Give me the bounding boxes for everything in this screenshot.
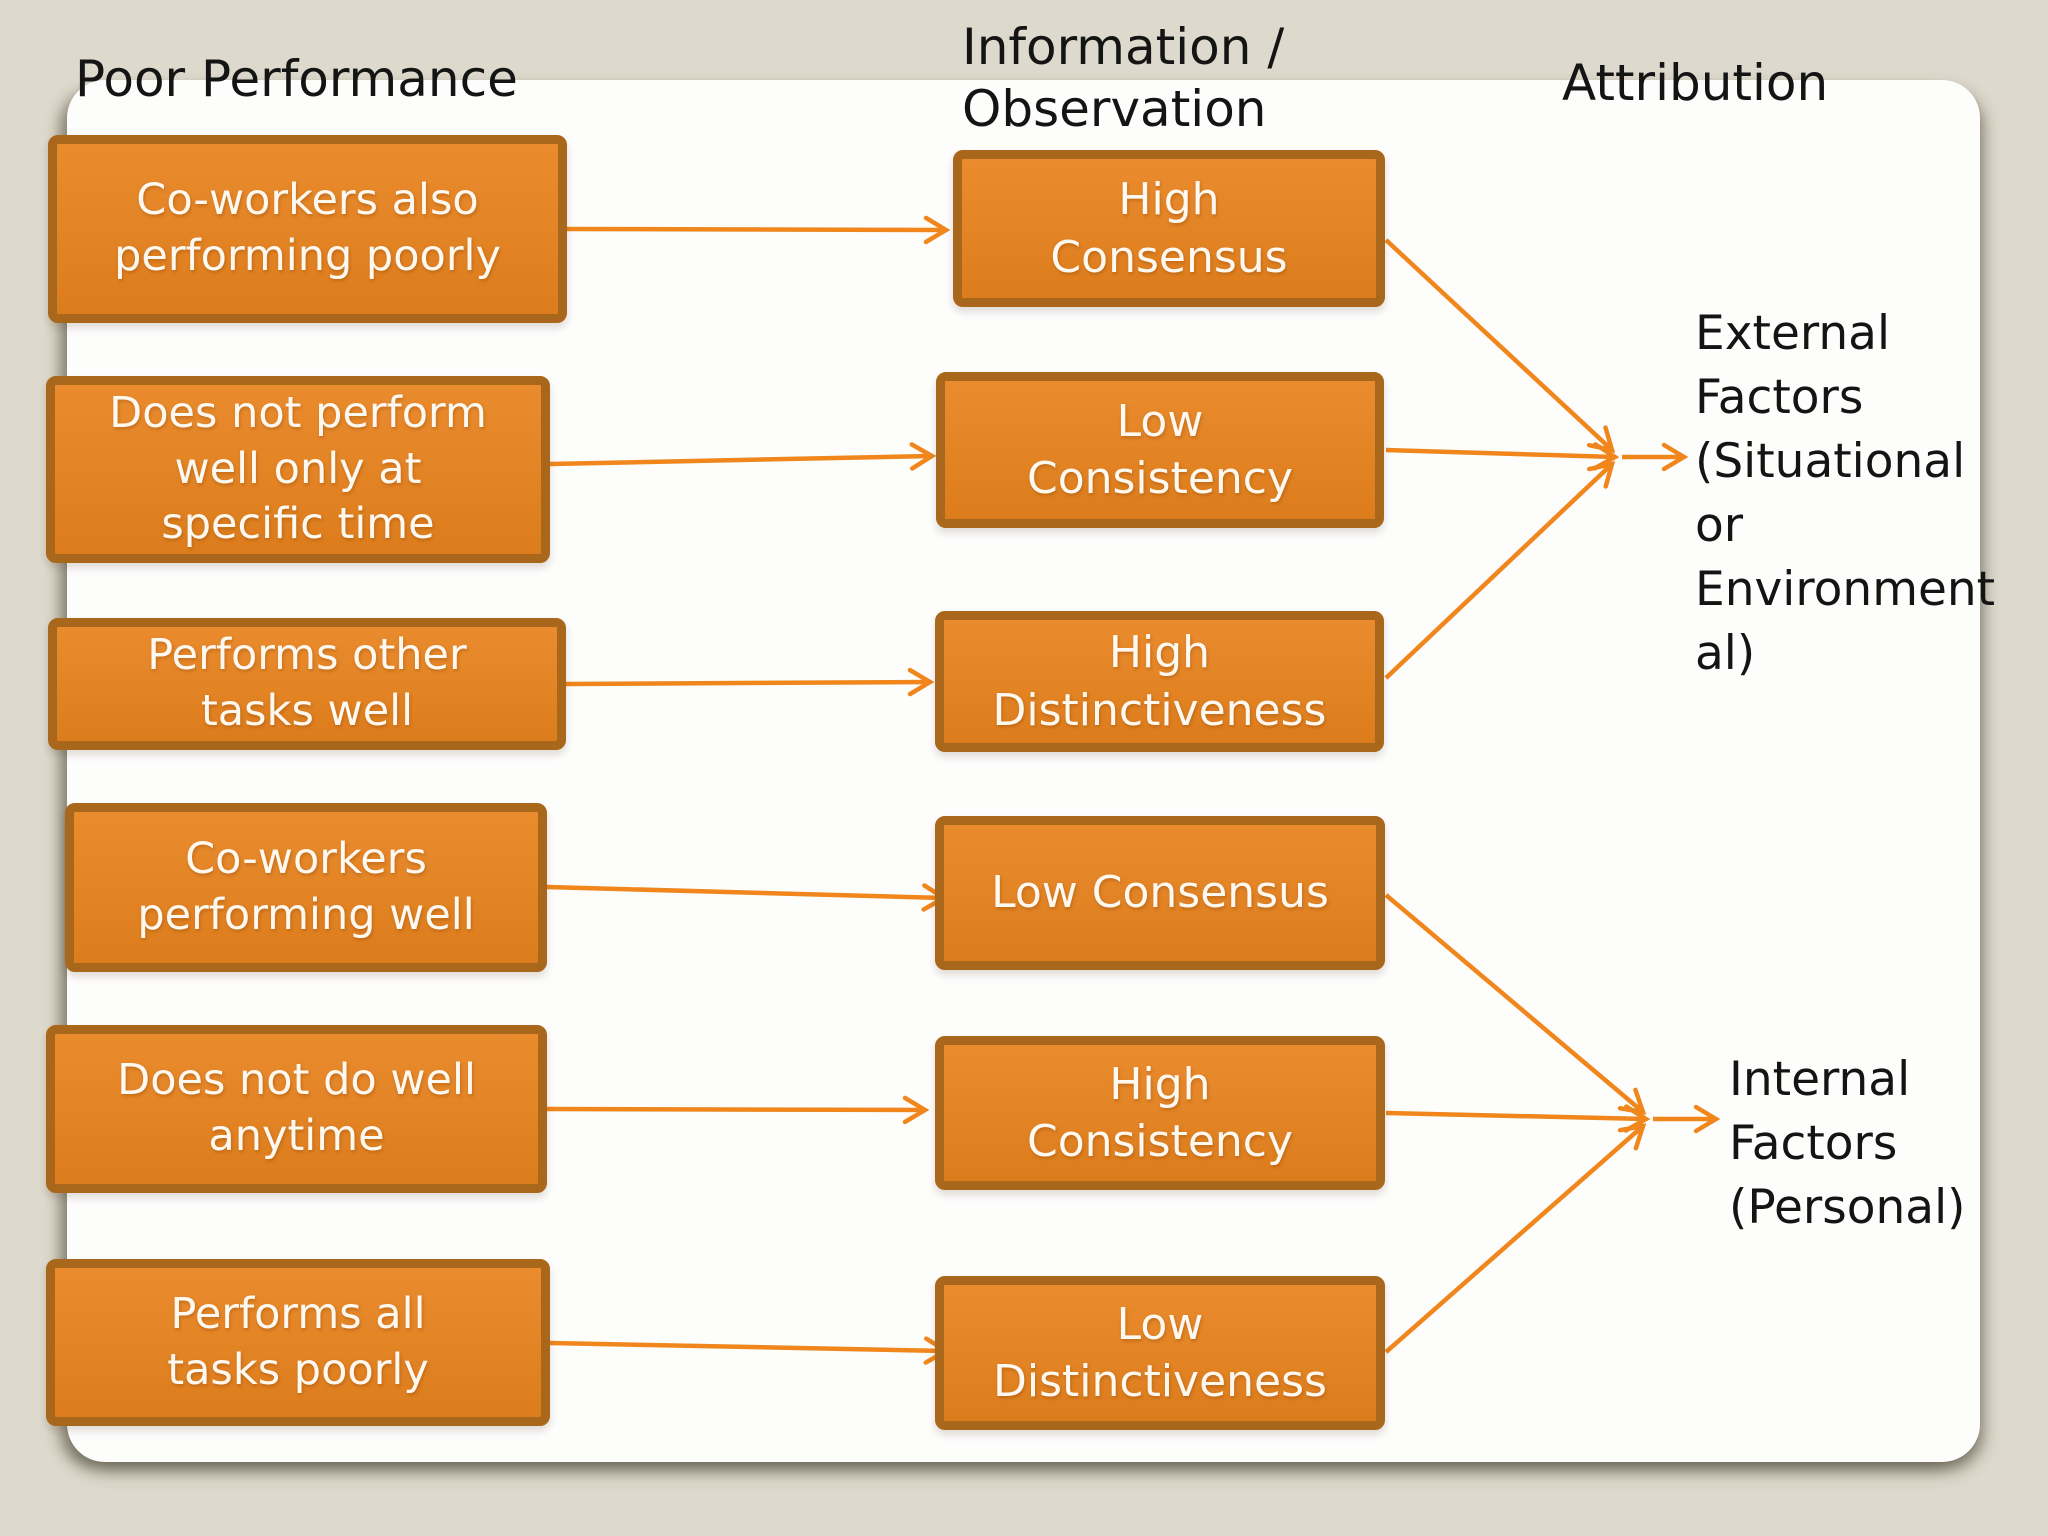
box-text-line: Does not do well: [117, 1055, 476, 1106]
box-text-line: Distinctiveness: [993, 1356, 1327, 1407]
box-text-line: Does not perform: [109, 387, 487, 438]
information-box-high-consistency: High Consistency: [935, 1036, 1385, 1190]
box-text-line: Distinctiveness: [992, 684, 1327, 736]
box-text-line: Low Consensus: [991, 867, 1329, 919]
attribution-text-line: (Situational: [1695, 434, 1966, 489]
attribution-text-line: Factors: [1695, 370, 1864, 425]
box-text-line: Co-workers: [185, 833, 427, 884]
column-header-attribution: Attribution: [1562, 54, 1829, 112]
performance-box-not-well-anytime: Does not do well anytime: [46, 1025, 547, 1193]
performance-box-coworkers-well: Co-workers performing well: [65, 803, 547, 972]
column-header-information-observation: Information / Observation: [962, 16, 1284, 140]
column-header-poor-performance: Poor Performance: [75, 50, 518, 108]
box-text-line: anytime: [208, 1111, 385, 1161]
header-line: Information /: [962, 18, 1285, 76]
attribution-text-line: or: [1695, 498, 1744, 553]
information-box-low-distinctiveness: Low Distinctiveness: [935, 1276, 1385, 1430]
attribution-text-line: External: [1695, 306, 1890, 361]
box-text-line: tasks poorly: [167, 1344, 429, 1395]
attribution-text-line: al): [1695, 626, 1756, 681]
box-text-line: High: [1108, 627, 1211, 679]
box-text-line: Performs other: [147, 630, 467, 681]
box-text-line: Co-workers also: [136, 175, 479, 226]
attribution-text-line: (Personal): [1729, 1180, 1966, 1235]
attribution-external-factors: External Factors (Situational or Environ…: [1695, 302, 1995, 686]
performance-box-other-tasks-well: Performs other tasks well: [48, 618, 566, 750]
box-text-line: well only at: [174, 443, 422, 494]
attribution-text-line: Internal: [1729, 1052, 1911, 1107]
box-text-line: Low: [1116, 395, 1204, 447]
attribution-internal-factors: Internal Factors (Personal): [1729, 1048, 1965, 1240]
header-line: Observation: [962, 80, 1267, 138]
box-text-line: High: [1118, 174, 1220, 226]
box-text-line: Consensus: [1050, 231, 1288, 283]
attribution-text-line: Environment: [1695, 562, 1996, 617]
box-text-line: tasks well: [200, 686, 414, 736]
performance-box-all-tasks-poorly: Performs all tasks poorly: [46, 1259, 550, 1426]
box-text-line: Consistency: [1026, 453, 1294, 504]
attribution-text-line: Factors: [1729, 1116, 1898, 1171]
box-text-line: Consistency: [1026, 1116, 1294, 1167]
box-text-line: Performs all: [170, 1288, 426, 1339]
performance-box-specific-time: Does not perform well only at specific t…: [46, 376, 550, 563]
information-box-high-consensus: High Consensus: [953, 150, 1385, 307]
information-box-low-consensus: Low Consensus: [935, 816, 1385, 970]
information-box-high-distinctiveness: High Distinctiveness: [935, 611, 1384, 752]
box-text-line: High: [1109, 1058, 1211, 1110]
information-box-low-consistency: Low Consistency: [936, 372, 1384, 528]
performance-box-coworkers-poorly: Co-workers also performing poorly: [48, 135, 567, 323]
box-text-line: performing poorly: [114, 231, 501, 281]
box-text-line: specific time: [161, 499, 435, 550]
box-text-line: performing well: [137, 889, 475, 940]
box-text-line: Low: [1116, 1298, 1204, 1350]
